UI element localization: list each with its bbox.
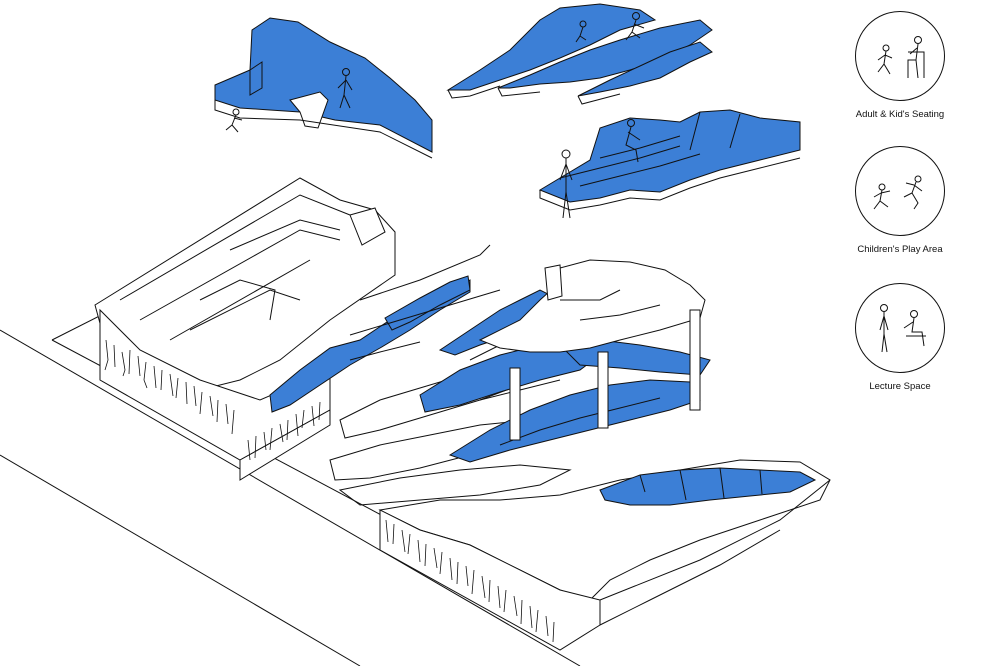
playing-children-icon — [855, 146, 945, 236]
vignette-lecture-steps — [538, 109, 801, 219]
legend-item-lecture: Lecture Space — [830, 283, 970, 392]
legend-item-play-area: Children's Play Area — [830, 146, 970, 255]
legend-label: Lecture Space — [869, 381, 931, 392]
support-columns — [509, 309, 701, 441]
main-model — [94, 177, 831, 651]
legend-item-seating: Adult & Kid's Seating — [830, 11, 970, 120]
vignette-play-ramps — [446, 3, 713, 105]
legend-label: Children's Play Area — [857, 244, 943, 255]
vignette-seating-steps — [214, 17, 433, 159]
legend-label: Adult & Kid's Seating — [855, 109, 945, 120]
standing-and-seated-figures-icon — [855, 283, 945, 373]
seated-figures-icon — [855, 11, 945, 101]
